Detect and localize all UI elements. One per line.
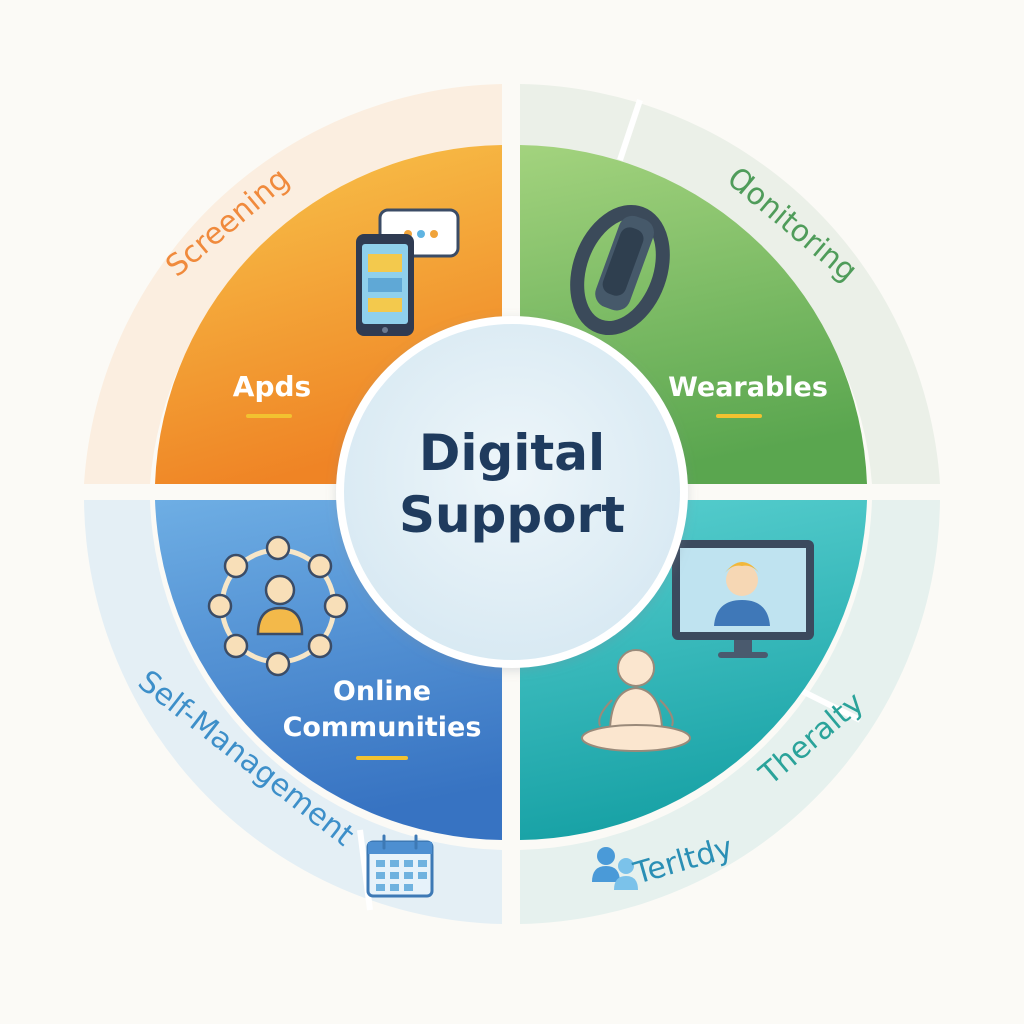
- center-title-line2: Support: [399, 486, 625, 544]
- telehealth-monitor-icon: [672, 540, 814, 658]
- quadrant-label-bottom-left-line1: Online: [333, 676, 431, 707]
- wearable-band-icon: [570, 204, 670, 336]
- ring-segment-therapy: [520, 500, 940, 924]
- ring-divider: [357, 829, 373, 911]
- quadrant-label-top-left: Apds: [233, 370, 311, 403]
- person-support-icon: [592, 847, 638, 890]
- quadrant-label-bottom-left-line2: Communities: [283, 712, 482, 743]
- underline-accent: [246, 414, 292, 418]
- meditation-person-icon: [581, 649, 691, 752]
- smartphone-chat-icon: [356, 208, 460, 336]
- underline-accent: [356, 756, 408, 760]
- community-network-icon: [207, 535, 349, 677]
- ring-divider: [798, 687, 862, 723]
- ring-divider: [617, 99, 643, 161]
- quadrant-label-top-right: Wearables: [668, 372, 828, 403]
- center-title-line1: Digital: [419, 424, 605, 482]
- center-hub: Digital Support: [336, 316, 688, 668]
- ring-segment-self-management: [84, 500, 502, 924]
- ring-segment-screening: [84, 84, 502, 484]
- calendar-icon: [366, 834, 434, 898]
- outer-ring: [84, 84, 940, 924]
- underline-accent: [716, 414, 762, 418]
- ring-segment-monitoring: [520, 84, 940, 484]
